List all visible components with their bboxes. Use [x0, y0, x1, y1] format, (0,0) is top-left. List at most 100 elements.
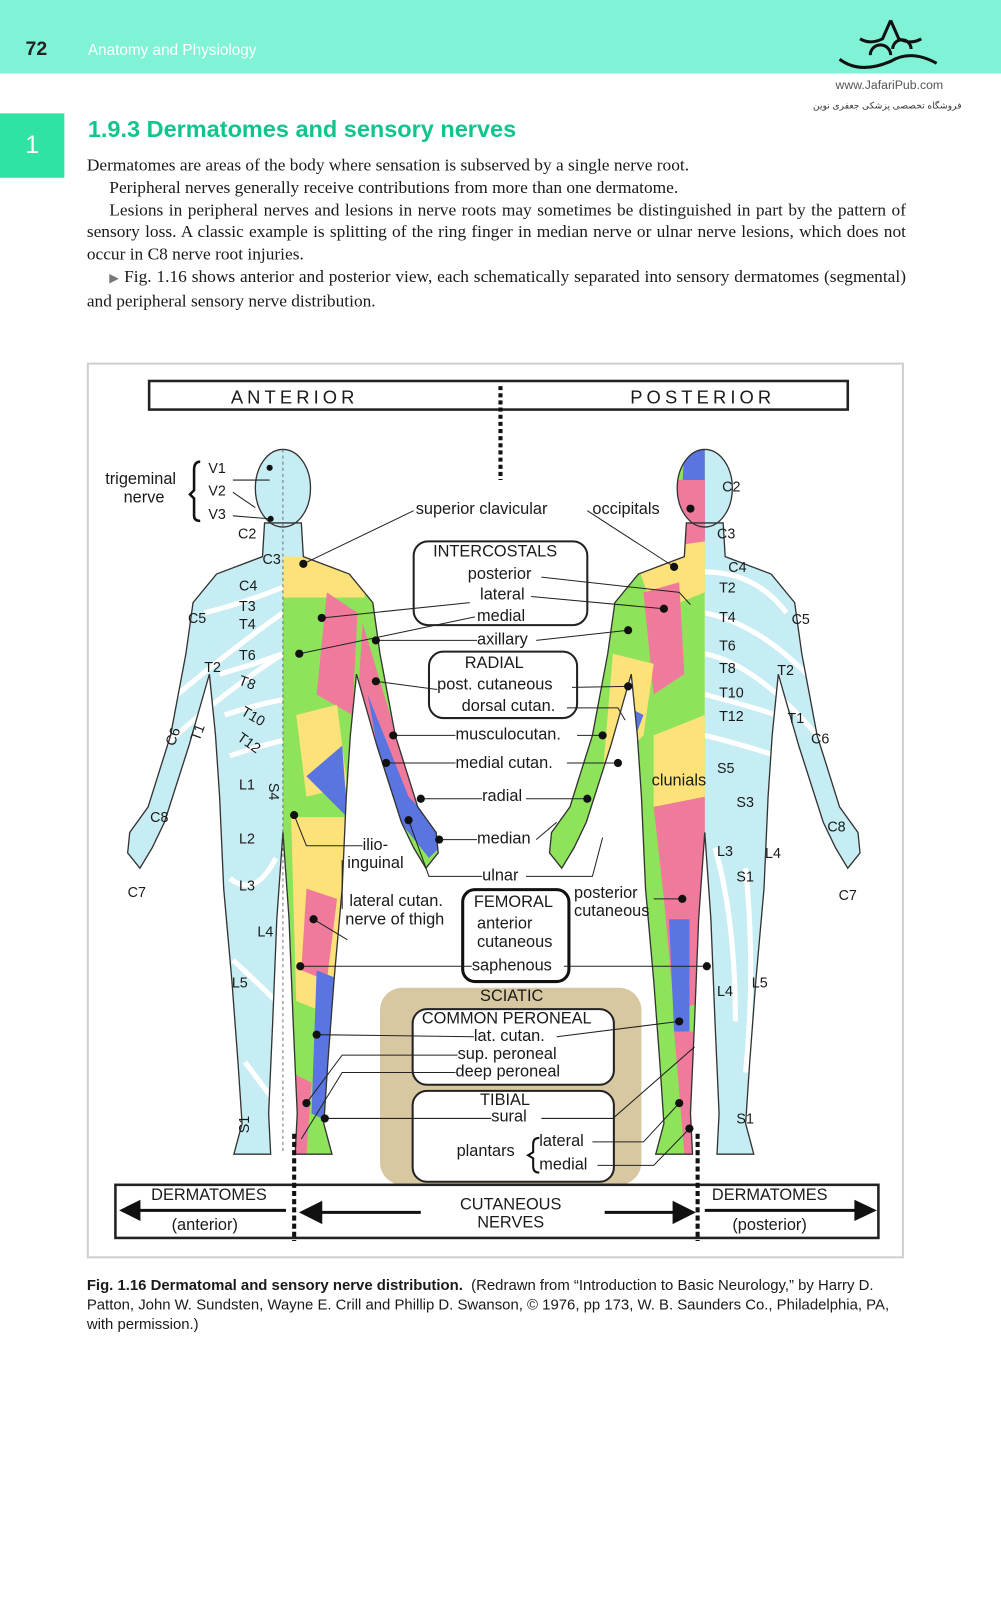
nerve-label: plantars: [456, 1142, 515, 1161]
dermatome-label: S4: [266, 782, 283, 801]
dermatome-label: V3: [208, 505, 226, 522]
pointer-icon: ▶: [109, 270, 120, 285]
running-title: Anatomy and Physiology: [87, 41, 257, 60]
dermatome-label: C7: [127, 883, 146, 900]
nerve-label: posterior: [574, 884, 638, 902]
legend-label: (posterior): [732, 1216, 807, 1234]
nerve-label: nerve: [123, 489, 165, 507]
figure-frame: [86, 362, 904, 1259]
chapter-tab: 1: [0, 113, 65, 178]
leader-lines: [232, 479, 707, 1166]
nerve-label: medial cutan.: [455, 754, 553, 773]
dermatome-label: T2: [777, 661, 794, 679]
dermatome-label: T4: [239, 615, 256, 633]
dermatome-label: T2: [719, 579, 736, 596]
nerve-group-label: FEMORAL: [473, 893, 553, 912]
nerve-label: lat. cutan.: [473, 1027, 545, 1045]
dermatome-label: T10: [719, 684, 744, 701]
nerve-label: lateral cutan.: [349, 892, 443, 911]
dermatome-label: C3: [262, 550, 281, 567]
legend-label: NERVES: [477, 1214, 545, 1232]
legend-label: DERMATOMES: [151, 1186, 267, 1205]
paragraph: Dermatomes are areas of the body where s…: [86, 155, 690, 175]
nerve-label: ilio-: [362, 836, 389, 854]
dermatome-label: L1: [239, 776, 255, 793]
nerve-label: axillary: [476, 631, 528, 649]
nerve-group-label: RADIAL: [464, 654, 524, 673]
dermatome-label: T6: [239, 646, 256, 663]
dermatome-label: T6: [719, 637, 736, 654]
dermatome-label: C3: [717, 524, 736, 542]
legend-label: DERMATOMES: [711, 1186, 828, 1205]
dermatome-label: C2: [237, 524, 257, 542]
dermatome-label: V1: [208, 459, 226, 476]
radial-box: [427, 650, 579, 720]
nerve-group-label: SCIATIC: [480, 987, 544, 1006]
dermatome-label: L3: [239, 877, 255, 894]
dermatome-label: V2: [208, 482, 226, 499]
nerve-label: medial: [476, 607, 526, 626]
page-number: 72: [25, 38, 48, 61]
dermatome-label: L5: [751, 974, 768, 991]
dermatome-label: S1: [736, 1110, 754, 1127]
dermatome-label: C8: [827, 818, 846, 835]
section-heading: 1.9.3 Dermatomes and sensory nerves: [87, 115, 517, 142]
figure-caption: Fig. 1.16 Dermatomal and sensory nerve d…: [87, 1277, 904, 1335]
caption-text: (Redrawn from “Introduction to Basic Neu…: [86, 1277, 890, 1333]
nerve-group-label: INTERCOSTALS: [433, 543, 558, 561]
legend-label: (anterior): [171, 1216, 238, 1234]
trigeminal-brace: [188, 460, 201, 523]
body-text: Dermatomes are areas of the body where s…: [87, 154, 906, 312]
posterior-title: POSTERIOR: [630, 387, 776, 408]
dermatome-label: L4: [257, 923, 274, 940]
nerve-label: anterior: [476, 915, 533, 933]
dermatome-label: C5: [187, 609, 207, 627]
dermatome-label: C4: [239, 577, 258, 594]
logo-subtitle: فروشگاه تخصصی پزشکی جعفری نوین: [813, 100, 962, 111]
nerve-label: saphenous: [471, 957, 552, 975]
nerve-label: cutaneous: [574, 902, 650, 921]
dermatome-label: C8: [150, 808, 169, 826]
dermatome-label: C2: [722, 478, 741, 495]
nerve-label: musculocutan.: [455, 726, 561, 744]
common-peroneal-box: [411, 1008, 615, 1086]
dermatome-label: T3: [239, 597, 256, 614]
dermatome-label: L4: [765, 844, 781, 862]
dermatome-label: T12: [719, 707, 744, 725]
logo-url: www.JafariPub.com: [835, 77, 944, 92]
nerve-label: ulnar: [482, 867, 519, 885]
dermatome-label: T4: [719, 608, 736, 626]
nerve-group-label: COMMON PERONEAL: [421, 1010, 592, 1028]
trigeminal-label: trigeminal: [105, 470, 177, 489]
nerve-label: median: [476, 830, 531, 848]
dermatome-label: L5: [231, 974, 248, 991]
nerve-dots: [266, 464, 711, 1133]
nerve-label: posterior: [467, 565, 532, 584]
nerve-label: sup. peroneal: [457, 1045, 557, 1064]
dermatome-label: T8: [719, 659, 736, 677]
tibial-box: [411, 1089, 615, 1183]
dermatome-label: S5: [717, 759, 735, 777]
nerve-label: superior clavicular: [415, 500, 548, 518]
nerve-label: sural: [491, 1108, 527, 1126]
nerve-label: dorsal cutan.: [461, 697, 556, 715]
nerve-label: lateral: [480, 586, 525, 604]
paragraph: Lesions in peripheral nerves and lesions…: [86, 199, 906, 264]
nerve-label: cutaneous: [476, 933, 553, 951]
dermatome-label: S1: [235, 1115, 252, 1134]
dermatome-label: L3: [717, 842, 733, 859]
paragraph: ▶ Fig. 1.16 shows anterior and posterior…: [87, 266, 906, 313]
anterior-title: ANTERIOR: [230, 387, 359, 408]
plantars-brace: [526, 1136, 540, 1174]
view-header-box: [147, 379, 850, 411]
dermatome-label: T2: [204, 658, 221, 676]
dermatome-label: L2: [239, 830, 255, 847]
nerve-label: lateral: [539, 1132, 584, 1151]
nerve-label: occipitals: [592, 500, 660, 518]
nerve-label: deep peroneal: [455, 1063, 561, 1081]
nerve-group-label: TIBIAL: [480, 1091, 531, 1110]
dermatome-label: S1: [736, 868, 754, 885]
nerve-label: post. cutaneous: [437, 676, 553, 694]
femoral-box: [461, 888, 571, 984]
